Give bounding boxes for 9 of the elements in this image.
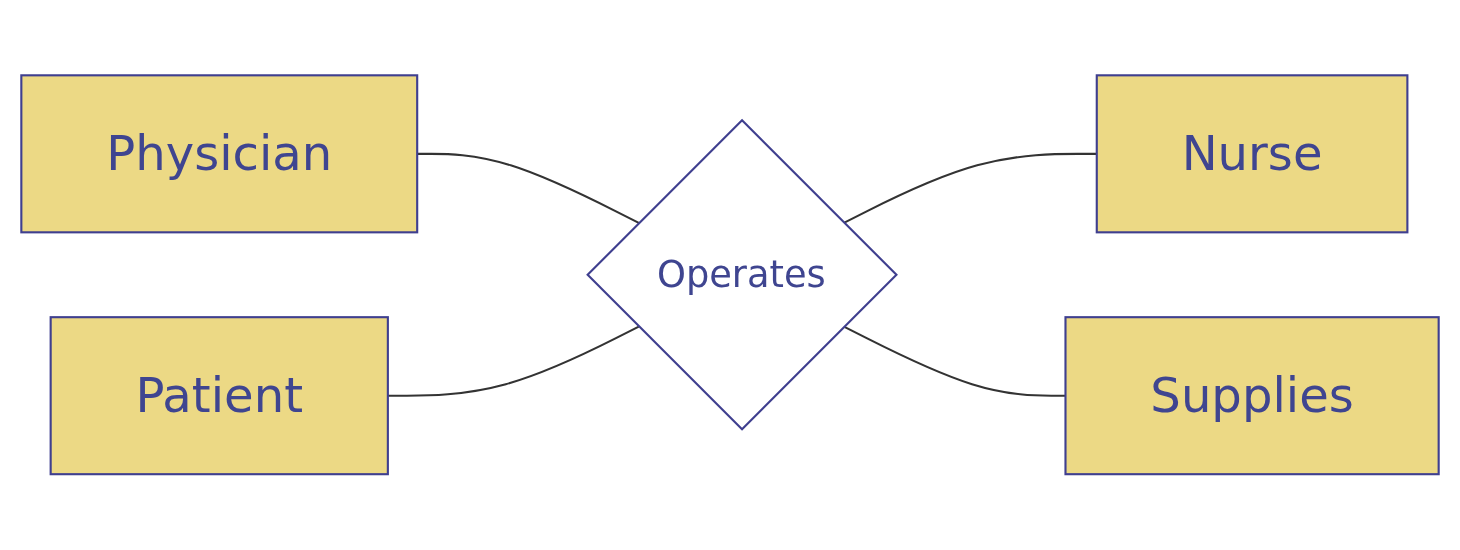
connector — [417, 153, 640, 225]
connector — [387, 325, 640, 397]
connector — [843, 325, 1066, 397]
node-box: Nurse — [1095, 74, 1409, 234]
connector — [843, 153, 1097, 225]
node-box: Patient — [49, 316, 389, 476]
node-diamond: Operates — [586, 119, 898, 431]
node-box: Supplies — [1064, 316, 1440, 476]
node-box: Physician — [20, 74, 419, 234]
